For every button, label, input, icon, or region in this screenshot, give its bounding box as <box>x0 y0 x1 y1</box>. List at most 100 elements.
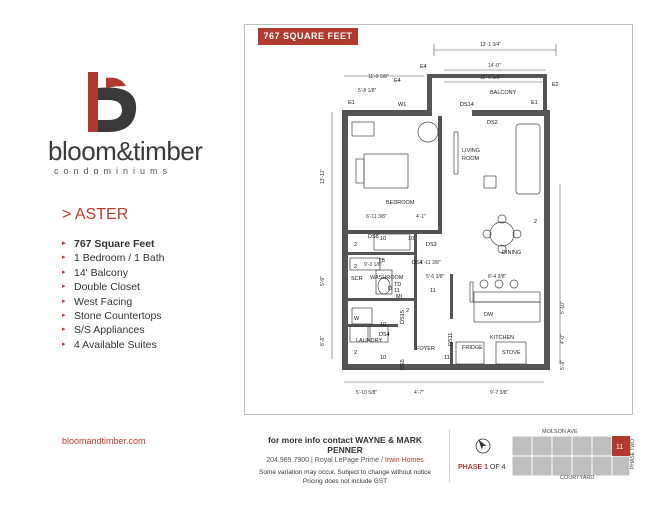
phase-label: PHASE 1 OF 4 <box>458 464 506 471</box>
plan-tag: 11 <box>394 288 400 294</box>
plan-tag: 2 <box>354 350 357 356</box>
room-label-kitchen: KITCHEN <box>490 335 514 341</box>
contact-details: 204.989.7900 | Royal LePage Prime / Irwi… <box>266 457 424 464</box>
dimension-label: 5'-9" <box>320 276 326 286</box>
dimension-label: 13'-1 3/4" <box>480 42 501 48</box>
plan-tag: MI <box>396 294 403 300</box>
dimension-label: 5'-10 5/8" <box>356 390 377 396</box>
plan-tag: DS4 <box>379 332 390 338</box>
key-plan-top-label: MOLSON AVE <box>542 429 578 435</box>
feature-item: ▸S/S Appliances <box>62 324 145 337</box>
contact-agency-2: Irwin Homes <box>384 457 424 464</box>
room-label-living-2: ROOM <box>462 156 480 162</box>
bullet-arrow-icon: ▸ <box>62 297 66 305</box>
floor-plan-drawing: BALCONY LIVING ROOM BEDROOM WASHROOM LAU… <box>320 42 566 396</box>
contact-block: for more info contact WAYNE & MARK PENNE… <box>250 435 440 486</box>
plan-tag: DS8 <box>368 234 379 240</box>
plan-tag: E4 <box>420 64 427 70</box>
brand-subtitle: condominiums <box>54 166 173 176</box>
room-label-bedroom: BEDROOM <box>386 200 415 206</box>
key-plan-bottom-label: COURTYARD <box>560 475 595 481</box>
square-feet-badge: 767 SQUARE FEET <box>258 28 358 45</box>
phase-of: OF 4 <box>489 464 506 471</box>
bullet-arrow-icon: ▸ <box>62 283 66 291</box>
plan-tag: 10 <box>380 322 386 328</box>
dimension-label: 5'-8 1/8" <box>358 88 377 94</box>
dimension-label: 9'-3 1/8" <box>364 262 383 268</box>
room-label-stove: STOVE <box>502 350 521 356</box>
feature-item: ▸West Facing <box>62 295 133 308</box>
bullet-arrow-icon: ▸ <box>62 340 66 348</box>
room-label-washroom: WASHROOM <box>370 275 404 281</box>
dimension-label: 5'-6 3/8" <box>426 274 445 280</box>
disclaimer-line: Pricing does not include GST <box>302 478 388 485</box>
plan-tag: DS5 <box>400 359 406 370</box>
plan-tag: DS4 <box>412 260 423 266</box>
dimension-label: 14'-0" <box>488 63 501 69</box>
disclaimer: Some variation may occur. Subject to cha… <box>250 468 440 486</box>
contact-agency: Royal LePage Prime <box>314 457 379 464</box>
room-label-living-1: LIVING <box>462 148 480 154</box>
dimension-label: 13'-11" <box>320 169 326 184</box>
key-plan-highlight-unit <box>612 436 630 456</box>
key-plan-grid: 11 <box>512 436 630 477</box>
plan-tag: DS3 <box>426 242 437 248</box>
plan-tag: DS11 <box>448 333 454 346</box>
feature-item: ▸Stone Countertops <box>62 309 162 322</box>
dimension-label: 4'-1" <box>416 214 426 220</box>
feature-item: ▸767 Square Feet <box>62 238 155 250</box>
room-label-dw: DW <box>484 312 494 318</box>
north-arrow-icon <box>475 438 491 454</box>
plan-tag: W <box>354 316 360 322</box>
room-label-balcony: BALCONY <box>490 90 517 96</box>
dimension-label: 5'-9" <box>560 360 566 370</box>
room-label-laundry: LAUNDRY <box>356 338 383 344</box>
bullet-arrow-icon: ▸ <box>62 240 66 247</box>
plan-tag: TD <box>394 282 401 288</box>
plan-tag: W1 <box>398 102 406 108</box>
plan-tag: TB <box>378 258 385 264</box>
plan-tag: E1 <box>531 100 538 106</box>
bloom-timber-logo-mark <box>88 72 137 132</box>
plan-tag: 2 <box>354 242 357 248</box>
divider <box>449 430 450 482</box>
feature-item: ▸Double Closet <box>62 281 140 294</box>
phase-word: PHASE <box>458 464 483 471</box>
plan-tag: SCR <box>351 276 363 282</box>
plan-tag: DS14 <box>460 102 474 108</box>
dimension-label: 12'-6 3/8" <box>480 75 501 81</box>
key-plan-unit-label: 11 <box>616 444 623 451</box>
bullet-arrow-icon: ▸ <box>62 311 66 319</box>
disclaimer-line: Some variation may occur. Subject to cha… <box>259 469 431 476</box>
plan-tag: E4 <box>394 78 401 84</box>
plan-tag: 2 <box>406 308 409 314</box>
brand-name: bloom&timber <box>48 136 203 166</box>
contact-phone: 204.989.7900 <box>266 457 310 464</box>
phase-number: 1 <box>484 464 488 471</box>
dimension-label: 5'-10" <box>560 301 566 314</box>
plan-tag: 2 <box>534 219 537 225</box>
plan-tag: D <box>388 286 392 292</box>
dimension-label: 1'-11 3/8" <box>420 260 441 266</box>
contact-heading: for more info contact WAYNE & MARK PENNE… <box>267 435 423 455</box>
feature-item: ▸1 Bedroom / 1 Bath <box>62 252 165 265</box>
plan-tag: DS2 <box>487 120 498 126</box>
plan-tag: 11 <box>430 288 436 294</box>
plan-tag: E2 <box>552 82 559 88</box>
plan-tag: DS15 <box>400 310 406 324</box>
bullet-arrow-icon: ▸ <box>62 268 66 276</box>
bullet-arrow-icon: ▸ <box>62 254 66 262</box>
dimension-label: 4'-0" <box>560 334 566 344</box>
dimension-label: 11'-0 5/8" <box>368 74 389 80</box>
feature-item: ▸14' Balcony <box>62 266 128 279</box>
room-label-dining: DINING <box>502 250 521 256</box>
plan-tag: 11 <box>444 355 450 361</box>
website-link[interactable]: bloomandtimber.com <box>62 436 146 446</box>
dimension-label: 8'-4 3/8" <box>488 274 507 280</box>
feature-list: ▸767 Square Feet ▸1 Bedroom / 1 Bath ▸14… <box>62 237 164 352</box>
dimension-label: 6'-11 3/8" <box>366 214 387 220</box>
dimension-label: 9'-7 3/8" <box>490 390 509 396</box>
dimension-label: 8'-8" <box>320 336 326 346</box>
key-plan-side-label: PHASE TWO <box>630 439 636 469</box>
plan-tag: 10 <box>380 236 386 242</box>
